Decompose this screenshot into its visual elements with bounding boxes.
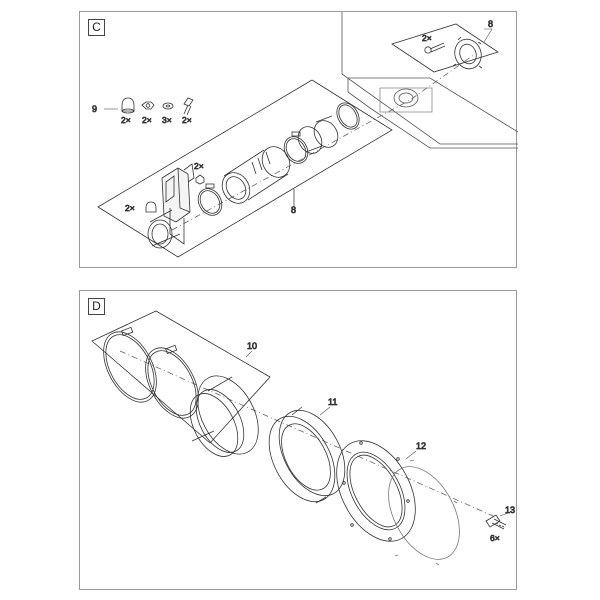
label-hw-qty-1: 2× — [121, 115, 131, 125]
label-hw-qty-4: 2× — [182, 115, 192, 125]
flange-ring-top — [452, 36, 483, 70]
label-nut-qty: 2× — [194, 161, 204, 171]
panel-d-tag: D — [88, 298, 105, 315]
leader-lines-d — [245, 350, 509, 517]
label-screw-qty-d: 6× — [490, 533, 500, 543]
axis-line — [119, 350, 501, 520]
panel-c-drawing: 2× 8 9 2× 2× 3× 2× 2× 2× 8 — [92, 12, 518, 258]
label-hw-qty-3: 3× — [162, 115, 172, 125]
sleeve-d — [189, 375, 259, 457]
kit-box-top — [391, 23, 499, 73]
coupling-ring-11 — [268, 406, 346, 504]
hardware-bolt — [183, 97, 194, 116]
panel-c: C — [79, 11, 518, 268]
label-part-11: 11 — [328, 397, 337, 407]
kit-box-10 — [91, 310, 271, 444]
label-part-13: 13 — [505, 505, 515, 515]
hose-clamp-d2 — [145, 344, 199, 419]
clamp-ring-large — [336, 102, 360, 130]
flange-12 — [336, 440, 416, 542]
label-cap-qty: 2× — [125, 203, 135, 213]
coupling-sleeve — [297, 115, 339, 154]
label-hw-qty-2: 2× — [142, 115, 152, 125]
label-part-8-bottom: 8 — [291, 205, 296, 215]
label-part-8-top: 8 — [488, 19, 493, 29]
small-nut — [195, 174, 205, 185]
panel-c-tag: C — [88, 19, 105, 36]
label-part-9: 9 — [92, 104, 97, 114]
hardware-washer — [162, 102, 174, 110]
gasket — [388, 459, 460, 566]
leader-lines — [104, 28, 493, 110]
screw-top — [424, 42, 446, 54]
hardware-cap-nut-1 — [121, 97, 135, 114]
axis-line — [171, 53, 476, 231]
screw-13 — [485, 514, 507, 530]
label-screw-qty-top: 2× — [422, 33, 432, 43]
hose-clamp-1 — [283, 131, 309, 164]
panel-d-drawing: 10 11 12 13 6× — [91, 310, 515, 566]
kit-box-main — [97, 79, 393, 258]
cap-nut-valve — [145, 201, 157, 213]
panel-d: D — [79, 290, 517, 590]
pipe-section — [221, 146, 291, 204]
valve-body — [147, 163, 195, 249]
hose-clamp-2 — [197, 183, 223, 216]
hardware-nut — [141, 101, 155, 110]
label-part-10: 10 — [247, 341, 257, 351]
label-part-12: 12 — [416, 441, 426, 451]
